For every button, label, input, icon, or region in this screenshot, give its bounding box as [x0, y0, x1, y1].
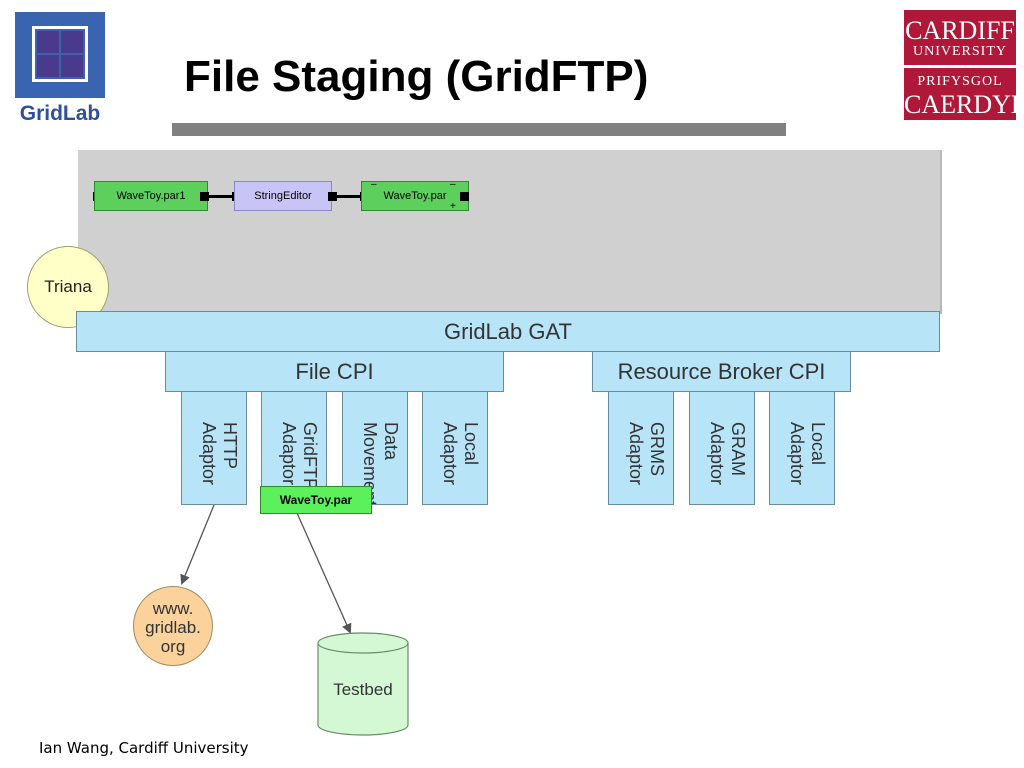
- cardiff-logo-line1: CARDIFF: [905, 16, 1015, 45]
- gridlab-gat-bar: GridLab GAT: [76, 311, 940, 352]
- unit-output-port: [200, 192, 209, 201]
- http-to-web-arrow: [180, 504, 215, 585]
- gridlab-logo-cell: [37, 55, 59, 77]
- triana-label: Triana: [27, 246, 109, 328]
- unit-output-port: [328, 192, 337, 201]
- transfer-file-tag: WaveToy.par: [260, 486, 372, 514]
- title-underline: [172, 123, 786, 136]
- cardiff-university-logo: CARDIFF UNIVERSITY PRIFYSGOL CAERDYD: [904, 10, 1024, 120]
- unit-mark: –: [371, 179, 377, 190]
- workflow-unit-wavetoy-par[interactable]: WaveToy.par: [361, 181, 469, 211]
- local-file-adaptor: Local Adaptor: [422, 391, 488, 505]
- unit-mark: +: [450, 201, 456, 212]
- gram-adaptor: GRAM Adaptor: [689, 391, 755, 505]
- web-endpoint-label: www. gridlab. org: [145, 599, 201, 656]
- cardiff-logo-line2: UNIVERSITY: [913, 44, 1007, 59]
- workflow-connection: [337, 195, 361, 198]
- unit-output-port: [460, 192, 469, 201]
- gridlab-logo-cell: [61, 31, 83, 53]
- data-movement-adaptor: Data Movement: [342, 391, 408, 505]
- cardiff-logo-line3: PRIFYSGOL: [917, 74, 1003, 89]
- gridlab-logo-cell: [37, 31, 59, 53]
- slide-title: File Staging (GridFTP): [184, 52, 649, 101]
- file-cpi-box: File CPI: [165, 351, 504, 392]
- gridlab-logo: GridLab: [12, 12, 108, 125]
- testbed-cylinder: [317, 632, 409, 736]
- gridlab-logo-frame: [32, 26, 88, 82]
- unit-mark: –: [450, 179, 456, 190]
- cardiff-logo-line4: CAERDYD: [904, 90, 1024, 119]
- local-broker-adaptor: Local Adaptor: [769, 391, 835, 505]
- web-endpoint: www. gridlab. org: [133, 586, 213, 666]
- resource-broker-cpi-box: Resource Broker CPI: [592, 351, 851, 392]
- gridlab-logo-text: GridLab: [19, 102, 101, 125]
- slide-footer: Ian Wang, Cardiff University: [39, 739, 249, 757]
- triana-workflow-panel: WaveToy.par1 StringEditor WaveToy.par – …: [78, 150, 942, 314]
- workflow-unit-stringeditor[interactable]: StringEditor: [234, 181, 332, 211]
- grms-adaptor: GRMS Adaptor: [608, 391, 674, 505]
- cardiff-logo-divider: [904, 65, 1016, 68]
- workflow-connection: [209, 195, 233, 198]
- workflow-unit-wavetoy-par1[interactable]: WaveToy.par1: [94, 181, 208, 211]
- gridftp-to-testbed-arrow: [296, 512, 352, 634]
- testbed-label: Testbed: [333, 680, 393, 699]
- gridlab-logo-cell: [61, 55, 83, 77]
- http-adaptor: HTTP Adaptor: [181, 391, 247, 505]
